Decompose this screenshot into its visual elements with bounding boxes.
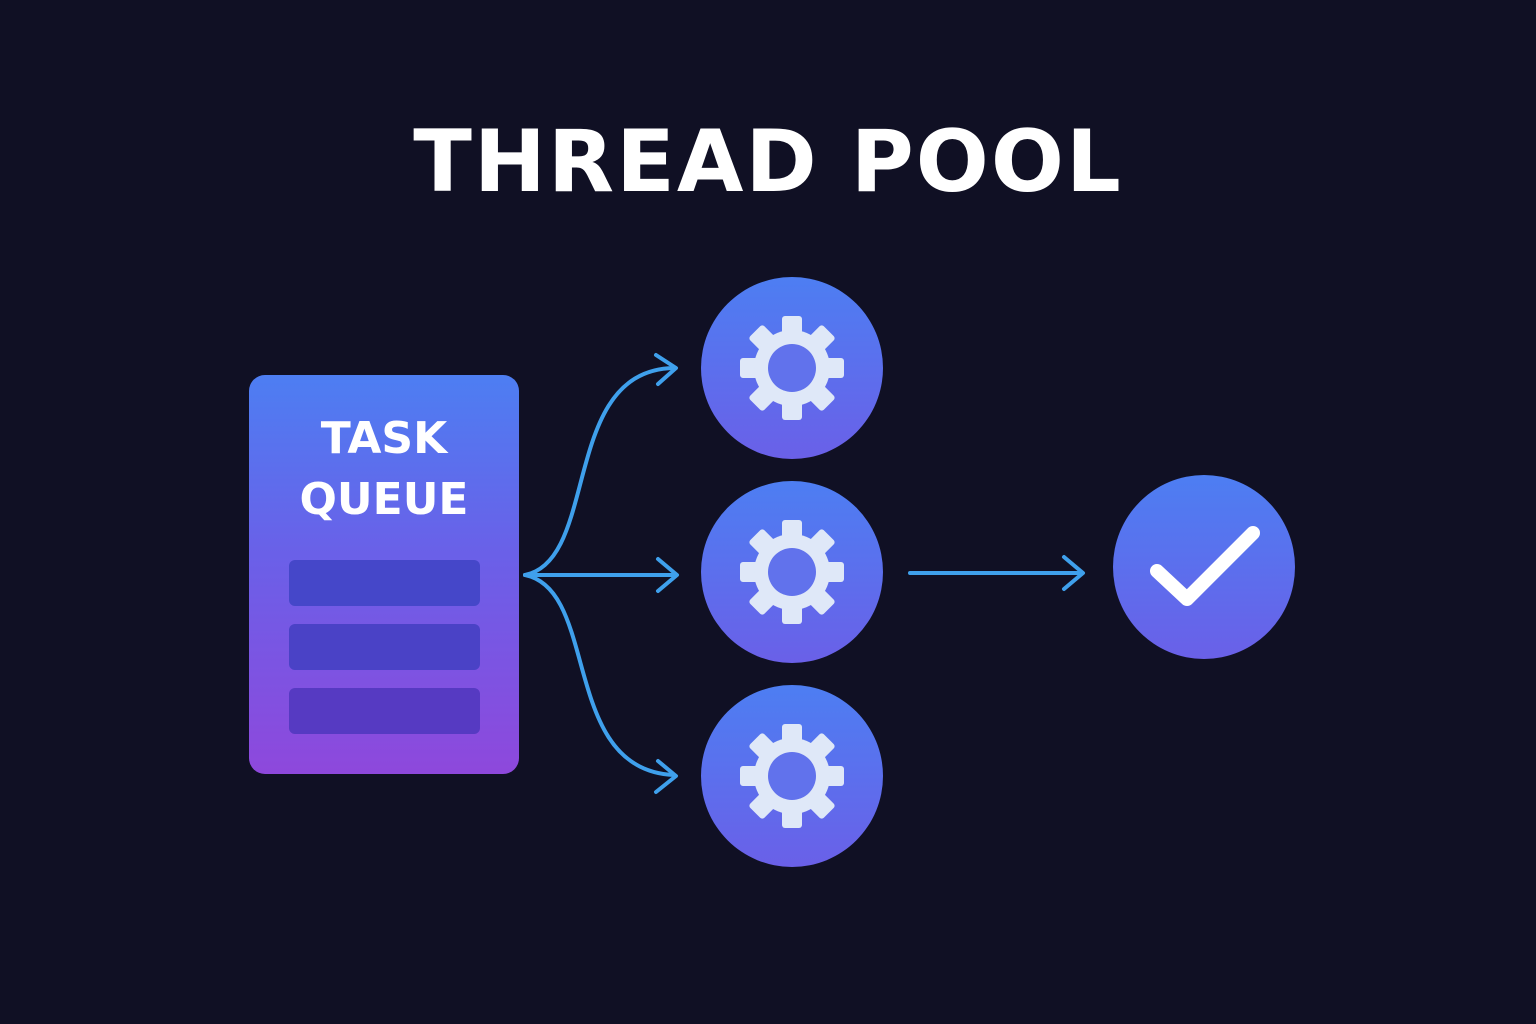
arrow-to-worker-3-head [654,759,678,794]
worker-thread-1 [701,277,883,459]
worker-thread-3 [701,685,883,867]
task-queue-label-line2: QUEUE [299,474,469,525]
queue-task-slot [289,688,480,734]
gear-icon [740,724,844,828]
arrow-to-result-head [1062,555,1085,591]
task-queue: TASK QUEUE [249,375,519,774]
worker-thread-2 [701,481,883,663]
completed-result [1113,475,1295,659]
gear-icon [740,316,844,420]
arrow-to-worker-3 [523,573,676,777]
arrow-to-worker-2-head [656,557,679,593]
task-queue-label-line1: TASK [320,413,448,464]
queue-task-slot [289,560,480,606]
arrow-to-worker-1 [523,366,676,577]
checkmark-icon [1150,526,1260,606]
gear-icon [740,520,844,624]
arrow-to-worker-1-head [654,353,678,386]
queue-task-slot [289,624,480,670]
diagram-title: THREAD POOL [413,112,1123,212]
